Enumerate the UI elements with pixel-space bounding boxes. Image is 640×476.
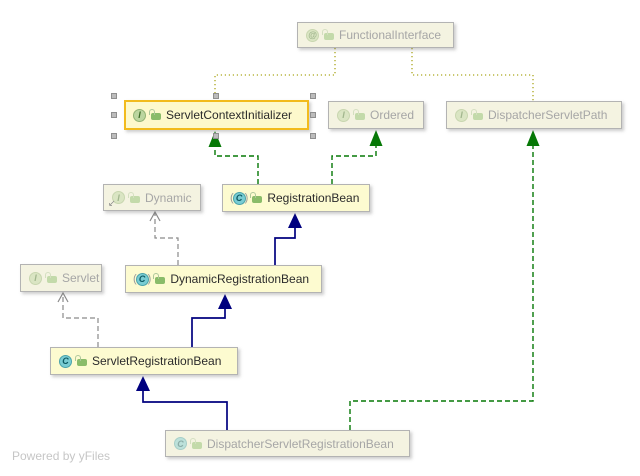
edge-implements-dispatcherservletregistrationbean-dispatcherservletpath[interactable] — [349, 130, 540, 430]
interface-icon: I — [455, 108, 468, 122]
node-dynamic-registration-bean[interactable]: ( C ) DynamicRegistrationBean — [125, 265, 322, 293]
node-label: ServletContextInitializer — [166, 108, 293, 122]
abstract-class-icon: C — [135, 272, 149, 286]
node-functional-interface[interactable]: @ FunctionalInterface — [297, 22, 454, 48]
node-servlet-registration-bean[interactable]: C ServletRegistrationBean — [50, 347, 238, 375]
edge-implements-registrationbean-servletcontextinitializer[interactable] — [208, 131, 259, 184]
lock-icon — [250, 192, 263, 203]
node-dispatcher-servlet-path[interactable]: I DispatcherServletPath — [446, 101, 622, 129]
selection-handle-bottom-left[interactable] — [111, 133, 117, 139]
selection-handle-mid-right[interactable] — [310, 112, 316, 118]
node-registration-bean[interactable]: ( C ) RegistrationBean — [222, 184, 370, 212]
node-dynamic[interactable]: I ↙ Dynamic — [103, 184, 201, 211]
interface-icon: I — [29, 271, 42, 285]
edge-implements-registrationbean-ordered[interactable] — [331, 130, 383, 184]
selection-handle-mid-left[interactable] — [111, 112, 117, 118]
node-label: DynamicRegistrationBean — [170, 272, 310, 286]
edge-implements-servletregistrationbean-servlet[interactable] — [57, 291, 99, 347]
abstract-class-icon: C — [232, 191, 246, 205]
lock-icon — [45, 272, 57, 283]
lock-icon — [322, 29, 334, 40]
selection-handle-bottom-mid[interactable] — [213, 133, 219, 139]
edge-extends-servletregistrationbean-dynamicregistrationbean[interactable] — [191, 294, 232, 347]
selection-handle-top-right[interactable] — [310, 93, 316, 99]
selection-handle-bottom-right[interactable] — [310, 133, 316, 139]
lock-icon — [153, 273, 166, 284]
lock-icon — [190, 437, 202, 449]
lock-icon — [353, 109, 365, 120]
edge-annotation-servletcontextinitializer-functionalinterface[interactable] — [214, 48, 336, 100]
edge-extends-dispatcherservletregistrationbean-servletregistrationbean[interactable] — [136, 376, 228, 430]
selection-handle-top-mid[interactable] — [213, 93, 219, 99]
edge-implements-dynamicregistrationbean-dynamic[interactable] — [149, 210, 179, 265]
interface-icon: I — [337, 108, 350, 122]
node-label: FunctionalInterface — [339, 28, 442, 42]
edge-annotation-dispatcherservletpath-functionalinterface[interactable] — [411, 48, 534, 101]
lock-icon — [128, 191, 140, 203]
node-servlet-context-initializer[interactable]: I ServletContextInitializer — [124, 100, 309, 130]
node-label: DispatcherServletPath — [488, 108, 608, 122]
interface-icon: I — [133, 108, 146, 122]
node-label: RegistrationBean — [267, 191, 360, 205]
node-dispatcher-servlet-registration-bean[interactable]: C DispatcherServletRegistrationBean — [165, 430, 410, 457]
class-icon: C — [59, 354, 72, 368]
node-label: DispatcherServletRegistrationBean — [207, 436, 394, 451]
lock-icon — [471, 109, 483, 120]
yfiles-watermark: Powered by yFiles — [12, 449, 111, 463]
lock-icon — [149, 109, 161, 120]
interface-icon: I — [112, 191, 125, 204]
node-label: Servlet — [62, 271, 100, 285]
class-icon: C — [174, 437, 187, 450]
annotation-icon: @ — [306, 28, 319, 42]
edge-extends-dynamicregistrationbean-registrationbean[interactable] — [274, 213, 302, 265]
node-servlet[interactable]: I Servlet — [20, 264, 102, 292]
node-label: ServletRegistrationBean — [92, 354, 222, 368]
inner-class-mark-icon: ↙ — [108, 198, 116, 208]
lock-icon — [75, 355, 87, 366]
selection-handle-top-left[interactable] — [111, 93, 117, 99]
node-label: Dynamic — [145, 190, 192, 205]
node-label: Ordered — [370, 108, 415, 122]
node-ordered[interactable]: I Ordered — [328, 101, 424, 129]
